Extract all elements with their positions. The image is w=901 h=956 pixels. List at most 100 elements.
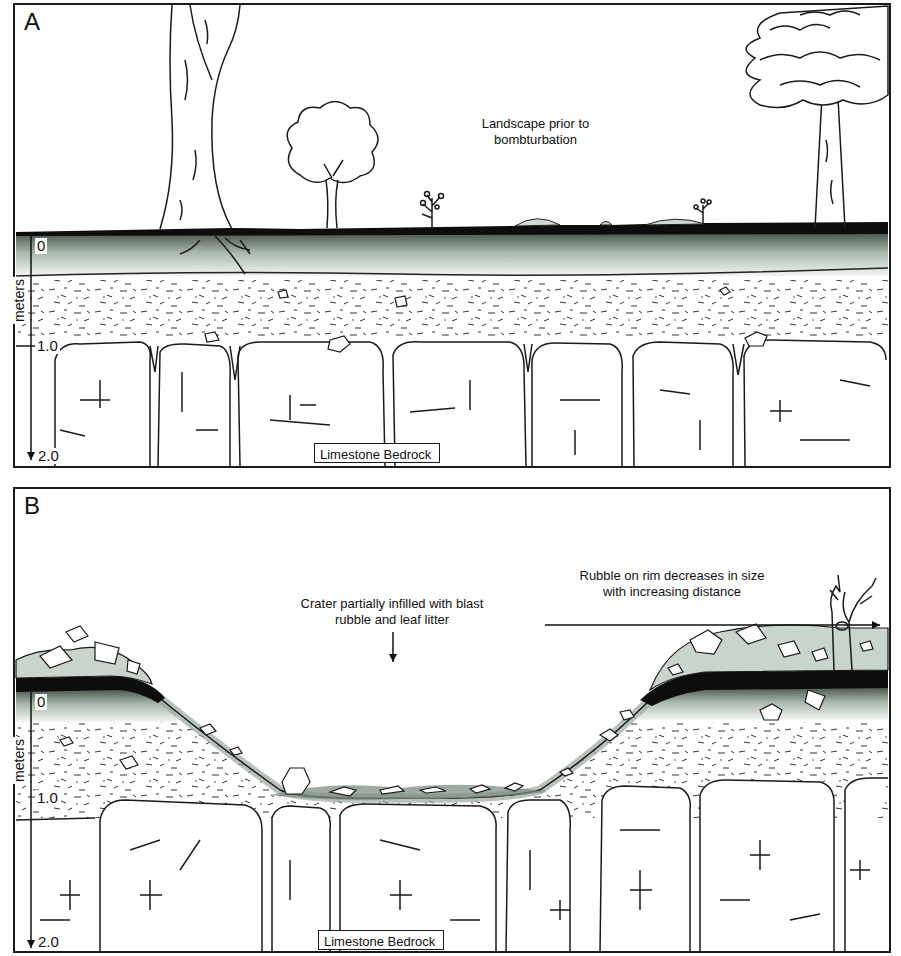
rim-ejecta-part bbox=[812, 648, 828, 661]
depth-tick: 2.0 bbox=[36, 934, 61, 950]
tree-part bbox=[435, 205, 439, 209]
blast-rubble bbox=[60, 690, 825, 796]
blast-rubble-part bbox=[420, 787, 446, 793]
figure-panel: A Limestone Bedrock bbox=[13, 3, 891, 468]
annotation: Landscape prior to bombturbation bbox=[473, 116, 598, 148]
bedrock-label-box: Limestone Bedrock bbox=[314, 443, 440, 463]
rock-fragments-part bbox=[745, 332, 767, 346]
tree-part bbox=[190, 5, 212, 80]
blast-rubble-part bbox=[620, 710, 634, 720]
rock-fragments bbox=[205, 287, 767, 352]
rock-fragments-part bbox=[205, 332, 219, 342]
rim-ejecta-part bbox=[778, 641, 800, 657]
tree-part bbox=[439, 194, 444, 199]
axis-title: meters bbox=[11, 737, 26, 784]
blast-rubble-part bbox=[230, 747, 242, 755]
limestone-bedrock-part bbox=[506, 800, 570, 952]
blast-rubble-part bbox=[200, 724, 216, 735]
rim-ejecta-part bbox=[95, 642, 119, 664]
limestone-bedrock-part bbox=[16, 818, 95, 820]
limestone-bedrock-part bbox=[532, 343, 622, 466]
tree-part bbox=[180, 236, 250, 274]
rim-ejecta-part bbox=[127, 660, 140, 674]
panel-letter: A bbox=[24, 10, 40, 34]
tree-part bbox=[760, 11, 880, 87]
limestone-bedrock-part bbox=[845, 778, 888, 952]
blast-rubble-part bbox=[805, 690, 825, 710]
ground-surface bbox=[16, 219, 888, 236]
limestone-bedrock-part bbox=[60, 372, 870, 455]
tree-part bbox=[212, 5, 240, 229]
rim-ejecta-part bbox=[40, 646, 72, 668]
pointer-arrow-part bbox=[545, 624, 880, 626]
soil-horizon-part bbox=[16, 280, 888, 338]
limestone-bedrock-part bbox=[100, 800, 262, 952]
soil-horizon-part bbox=[16, 234, 888, 276]
tree-part bbox=[701, 199, 705, 203]
dead-tree bbox=[830, 575, 876, 670]
blast-rubble-part bbox=[282, 768, 310, 794]
depth-tick: 0 bbox=[35, 694, 47, 710]
blast-rubble-part bbox=[380, 786, 404, 794]
rim-ejecta bbox=[16, 624, 888, 690]
blast-rubble-part bbox=[560, 768, 573, 776]
tree-part bbox=[694, 205, 698, 209]
depth-axis bbox=[30, 236, 32, 460]
limestone-bedrock bbox=[16, 340, 886, 466]
soil-horizon bbox=[16, 234, 888, 338]
dead-tree-part bbox=[830, 590, 872, 622]
tree-part bbox=[421, 201, 426, 206]
limestone-bedrock-part bbox=[40, 830, 870, 920]
rock-fragments-part bbox=[720, 287, 730, 295]
annotation: Crater partially infilled with blast rub… bbox=[292, 596, 492, 628]
annotation: Rubble on rim decreases in size with inc… bbox=[572, 568, 772, 600]
tree-part bbox=[425, 192, 430, 197]
dead-tree-part bbox=[849, 578, 876, 670]
limestone-bedrock-part bbox=[150, 346, 158, 372]
blast-rubble-part bbox=[330, 787, 356, 796]
rim-ejecta-part bbox=[860, 641, 873, 651]
rock-fragments-part bbox=[278, 290, 288, 298]
tree-part bbox=[180, 20, 208, 220]
tree-part bbox=[707, 200, 711, 204]
depth-tick: 1.0 bbox=[35, 338, 60, 354]
tree-part bbox=[815, 95, 845, 228]
soil-horizon-part bbox=[16, 268, 888, 276]
tree-part bbox=[746, 6, 888, 108]
depth-axis-part bbox=[30, 692, 32, 948]
blast-rubble-part bbox=[505, 783, 523, 791]
depth-tick: 0 bbox=[35, 238, 47, 254]
crater-part bbox=[150, 690, 655, 798]
tree bbox=[160, 5, 888, 274]
limestone-bedrock-part bbox=[230, 346, 240, 380]
blast-rubble-part bbox=[760, 704, 782, 720]
blast-rubble-part bbox=[120, 756, 138, 769]
rim-ejecta-part bbox=[668, 664, 683, 675]
tree-part bbox=[324, 160, 343, 228]
dead-tree-part bbox=[836, 622, 848, 630]
blast-rubble-part bbox=[60, 737, 73, 746]
rim-ejecta-part bbox=[650, 625, 888, 690]
ground-surface-part bbox=[600, 222, 612, 226]
tree-part bbox=[422, 195, 440, 228]
layer-label: Limestone Bedrock bbox=[320, 447, 431, 462]
limestone-bedrock-part bbox=[55, 342, 150, 466]
rock-fragments-part bbox=[395, 296, 407, 307]
limestone-bedrock bbox=[16, 778, 888, 952]
limestone-bedrock-part bbox=[158, 344, 230, 466]
crater-part bbox=[150, 690, 655, 798]
crater bbox=[150, 640, 655, 800]
pointer-arrow bbox=[393, 625, 880, 662]
limestone-bedrock-part bbox=[700, 780, 834, 952]
rim-ejecta-part bbox=[66, 626, 88, 642]
blast-rubble-part bbox=[600, 729, 618, 741]
ground-surface-part bbox=[16, 222, 888, 236]
depth-tick: 1.0 bbox=[35, 790, 60, 806]
depth-tick: 2.0 bbox=[36, 448, 61, 464]
ground-surface-part bbox=[515, 219, 560, 226]
depth-axis-part bbox=[30, 236, 32, 460]
tree-part bbox=[160, 5, 173, 229]
rock-fragments-part bbox=[328, 336, 350, 352]
